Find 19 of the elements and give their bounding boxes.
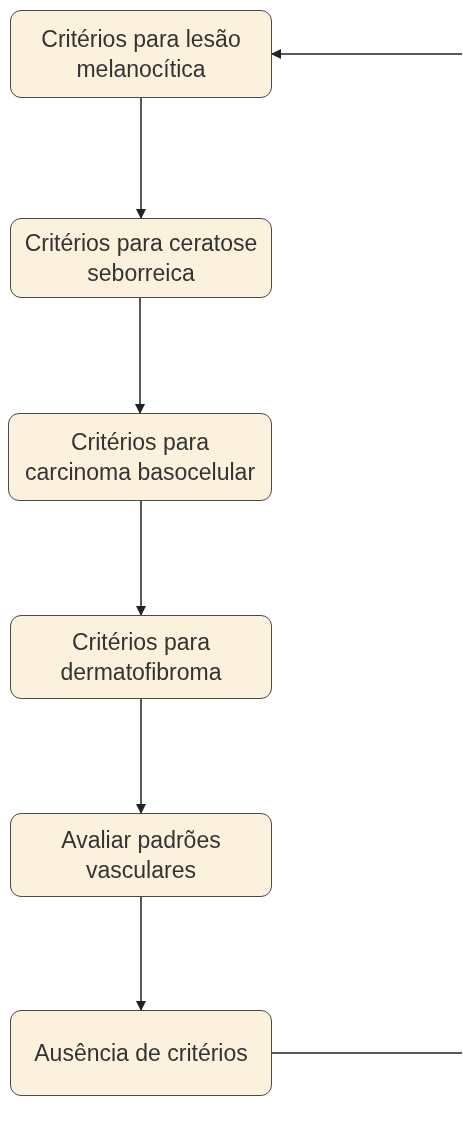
process-box xyxy=(10,218,272,298)
box-label: Critérios para dermatofibroma xyxy=(59,628,223,687)
arrow xyxy=(136,698,146,814)
arrow xyxy=(136,500,146,616)
process-box xyxy=(8,413,272,501)
process-box xyxy=(10,813,272,897)
process-box xyxy=(10,1010,272,1096)
box-label: Ausência de critérios xyxy=(34,1039,248,1068)
connector-line xyxy=(271,1052,463,1054)
box-label: Critérios para lesão melanocítica xyxy=(40,25,242,84)
process-box xyxy=(10,615,272,699)
arrow xyxy=(136,97,146,219)
arrow xyxy=(271,49,463,59)
box-label: Avaliar padrões vasculares xyxy=(60,826,222,885)
process-box xyxy=(10,10,272,98)
arrow xyxy=(135,297,145,414)
arrow xyxy=(136,896,146,1011)
box-label: Critérios para ceratose seborreica xyxy=(23,229,259,288)
box-label: Critérios para carcinoma basocelular xyxy=(23,428,257,487)
